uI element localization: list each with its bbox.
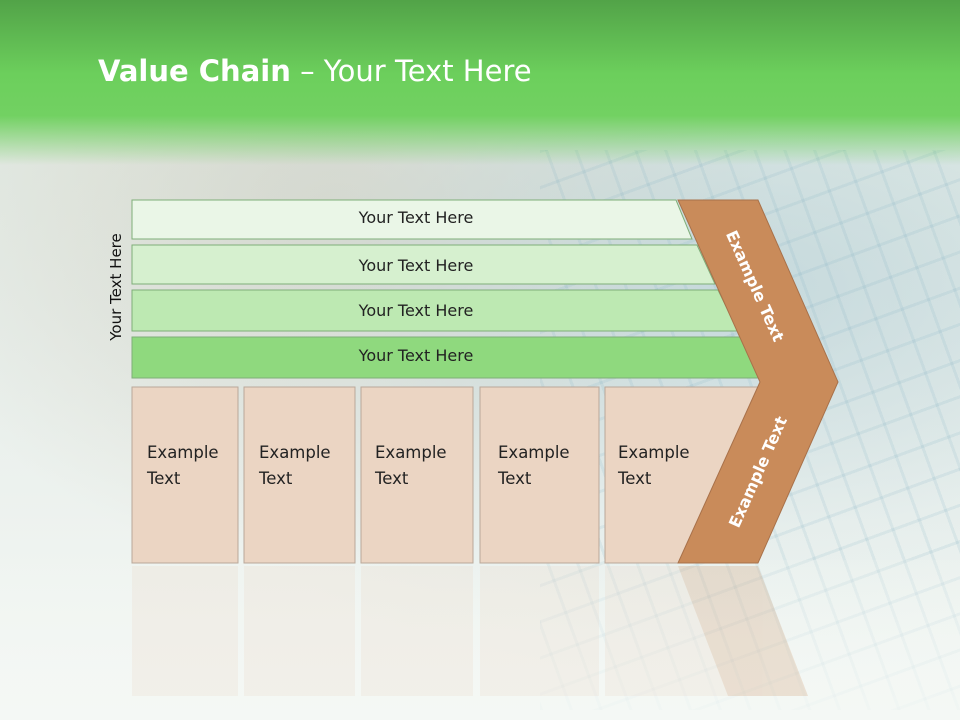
box-5-line1: Example [618,443,690,462]
box-2-line1: Example [259,443,331,462]
band-3-label: Your Text Here [358,301,474,320]
box-4-line2: Text [498,469,532,488]
box-1-text: Example Text [147,440,219,492]
box-4-text: Example Text [498,440,570,492]
side-axis-label: Your Text Here [107,233,125,341]
chevron-arrow-shape [677,199,839,564]
box-1-shape [131,386,239,564]
box-2-line2: Text [259,469,293,488]
box-2-text: Example Text [259,440,331,492]
band-1-shape [131,199,693,240]
band-2-label: Your Text Here [358,256,474,275]
box-4-line1: Example [498,443,570,462]
band-2-shape [131,244,716,285]
slide-title: Value Chain – Your Text Here [98,54,532,88]
box-1-line1: Example [147,443,219,462]
title-bold: Value Chain [98,54,291,88]
box-5-line2: Text [618,469,652,488]
header-bar [0,0,960,165]
box-4-shape [479,386,600,564]
reflection-group [132,566,808,696]
background-fade [0,560,960,720]
band-1-label: Your Text Here [358,208,474,227]
title-rest: – Your Text Here [290,54,532,88]
band-4-label: Your Text Here [358,346,474,365]
box-3-text: Example Text [375,440,447,492]
box-1-line2: Text [147,469,181,488]
box-5-text: Example Text [618,440,690,492]
box-2-shape [243,386,356,564]
box-3-shape [360,386,474,564]
box-3-line1: Example [375,443,447,462]
box-3-line2: Text [375,469,409,488]
